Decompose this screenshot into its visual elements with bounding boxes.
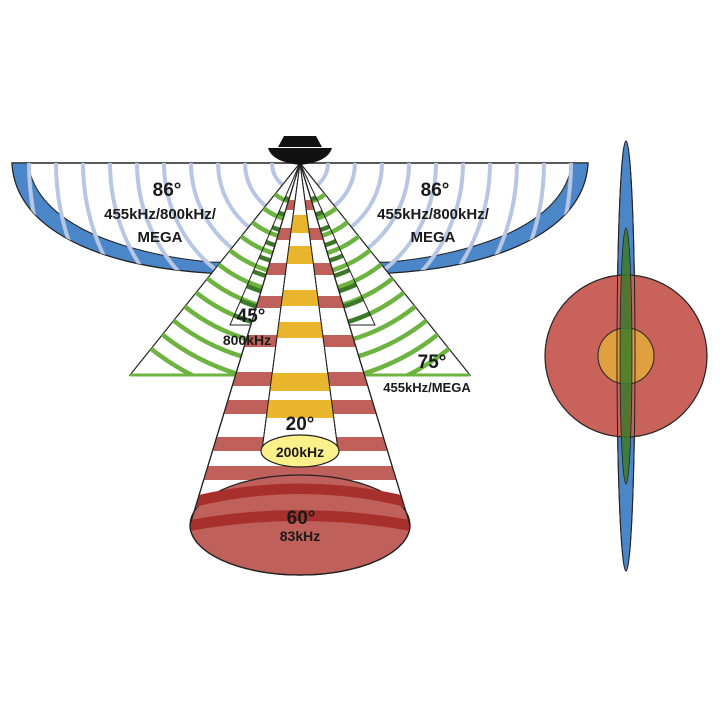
- yellow-band: [262, 400, 338, 418]
- yellow-band: [262, 290, 338, 306]
- side-scan-ring: [108, 163, 492, 275]
- beam-footprint-side-view: [544, 140, 708, 572]
- label-left-freq: 455kHz/800kHz/: [104, 206, 217, 223]
- red-footprint-bands: [190, 483, 410, 531]
- side-scan-footprint-outline: [616, 140, 636, 572]
- label-red-angle: 60°: [287, 508, 316, 529]
- red-footprint-band: [190, 483, 410, 508]
- label-wide-freq: 455kHz/MEGA: [383, 380, 471, 395]
- label-left-angle: 86°: [153, 180, 182, 201]
- label-right-mega: MEGA: [411, 229, 456, 246]
- side-scan-ring: [135, 163, 465, 275]
- label-left-mega: MEGA: [138, 229, 183, 246]
- label-yellow-freq: 200kHz: [276, 444, 324, 460]
- label-yellow-angle: 20°: [286, 414, 315, 435]
- yellow-footprint: [260, 434, 340, 468]
- yellow-band: [262, 322, 338, 338]
- red-band: [190, 466, 410, 480]
- green-footprint: [619, 227, 633, 485]
- red-cone-outline: [189, 160, 411, 576]
- label-narrow-angle: 45°: [237, 306, 266, 327]
- label-wide-angle: 75°: [418, 352, 447, 373]
- beam-labels: 86° 455kHz/800kHz/ MEGA 86° 455kHz/800kH…: [104, 180, 490, 544]
- label-narrow-freq: 800kHz: [223, 332, 271, 348]
- yellow-band: [262, 373, 338, 391]
- side-scan-ring: [162, 163, 438, 275]
- boat-hull-icon: [268, 136, 332, 165]
- label-red-freq: 83kHz: [280, 528, 320, 544]
- red-footprint-band: [190, 510, 410, 531]
- label-right-angle: 86°: [421, 180, 450, 201]
- label-right-freq: 455kHz/800kHz/: [377, 206, 490, 223]
